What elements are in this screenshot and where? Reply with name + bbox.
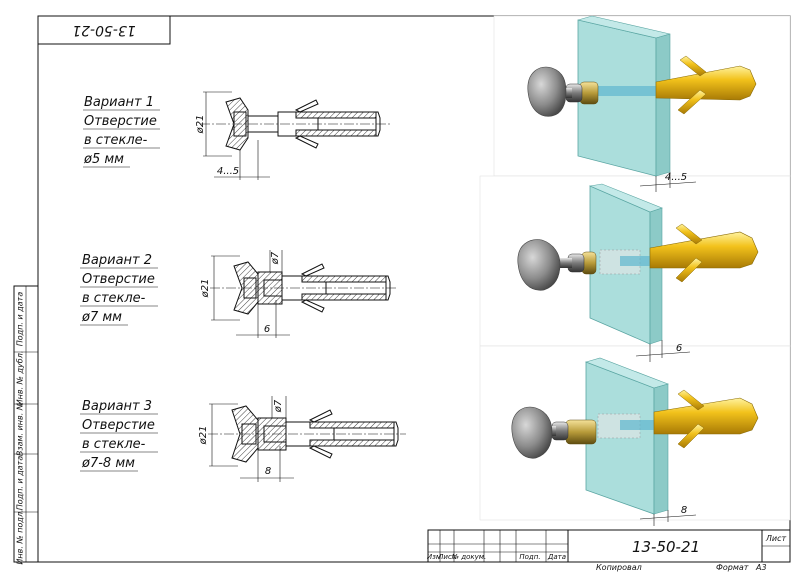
render3-dim: 8	[681, 505, 687, 516]
title-sheet-label: Лист	[765, 534, 787, 543]
variant-2-label: Вариант 2 Отверстие в стекле- ø7 мм	[80, 253, 158, 326]
variant-3-title: Вариант 3	[82, 399, 152, 414]
col-doc: № докум.	[451, 553, 487, 561]
render1-dim: 4...5	[665, 172, 687, 183]
col-date: Дата	[547, 553, 566, 561]
format-label: Формат	[716, 563, 749, 572]
variant-1-label: Вариант 1 Отверстие в стекле- ø5 мм	[80, 93, 162, 169]
side-label-4: Подп. и дата	[16, 456, 25, 511]
v2-dia-dim: ø21	[200, 279, 211, 299]
col-list: Лист	[437, 553, 457, 561]
section-variant-2: ø21 ø7 6	[200, 250, 398, 338]
variant-1-line2: в стекле-	[84, 133, 148, 148]
variant-2-line3: ø7 мм	[81, 310, 122, 325]
v3-depth-dim: 8	[265, 466, 271, 477]
v1-depth-dim: 4...5	[217, 166, 239, 177]
stamp-rotated-text: 13-50-21	[72, 22, 136, 38]
variant-2-line2: в стекле-	[82, 291, 146, 306]
v2-depth-dim: 6	[264, 324, 270, 335]
variant-1-line3: ø5 мм	[83, 152, 124, 167]
v2-hole-dim: ø7	[270, 251, 281, 265]
v1-dia-dim: ø21	[195, 115, 206, 135]
side-label-2: Инв. № дубл.	[16, 351, 25, 406]
render-variant-1: 4...5	[527, 15, 757, 192]
side-label-1: Подп. и дата	[16, 292, 25, 347]
variant-3-line3: ø7-8 мм	[81, 456, 135, 471]
section-variant-3: ø21 ø7 8	[198, 396, 406, 482]
rotated-stamp: 13-50-21	[37, 15, 171, 45]
variant-3-line1: Отверстие	[82, 418, 155, 433]
variant-3-label: Вариант 3 Отверстие в стекле- ø7-8 мм	[80, 399, 158, 472]
render-variant-2: 6	[517, 183, 759, 362]
v3-dia-dim: ø21	[198, 426, 209, 446]
v3-hole-dim: ø7	[273, 399, 284, 413]
side-label-3: Взам. инв. №	[16, 402, 25, 456]
col-sign: Подп.	[519, 553, 540, 561]
render-variant-3: 8	[511, 357, 759, 526]
variant-1-title: Вариант 1	[84, 95, 154, 110]
title-designation: 13-50-21	[632, 538, 700, 556]
render2-dim: 6	[676, 343, 682, 354]
side-label-5: Инв. № подл.	[16, 509, 25, 564]
variant-1-line1: Отверстие	[84, 114, 157, 129]
col-izm: Изм	[427, 553, 442, 561]
side-strip: Подп. и дата Инв. № дубл. Взам. инв. № П…	[13, 285, 39, 565]
variant-3-line2: в стекле-	[82, 437, 146, 452]
title-block: Изм Лист № докум. Подп. Дата 13-50-21 Ли…	[427, 529, 791, 563]
copied-label: Копировал	[596, 563, 642, 572]
section-variant-1: ø21 4...5	[195, 91, 390, 180]
variant-2-line1: Отверстие	[82, 272, 155, 287]
variant-2-title: Вариант 2	[82, 253, 152, 268]
format-value: А3	[755, 563, 767, 572]
